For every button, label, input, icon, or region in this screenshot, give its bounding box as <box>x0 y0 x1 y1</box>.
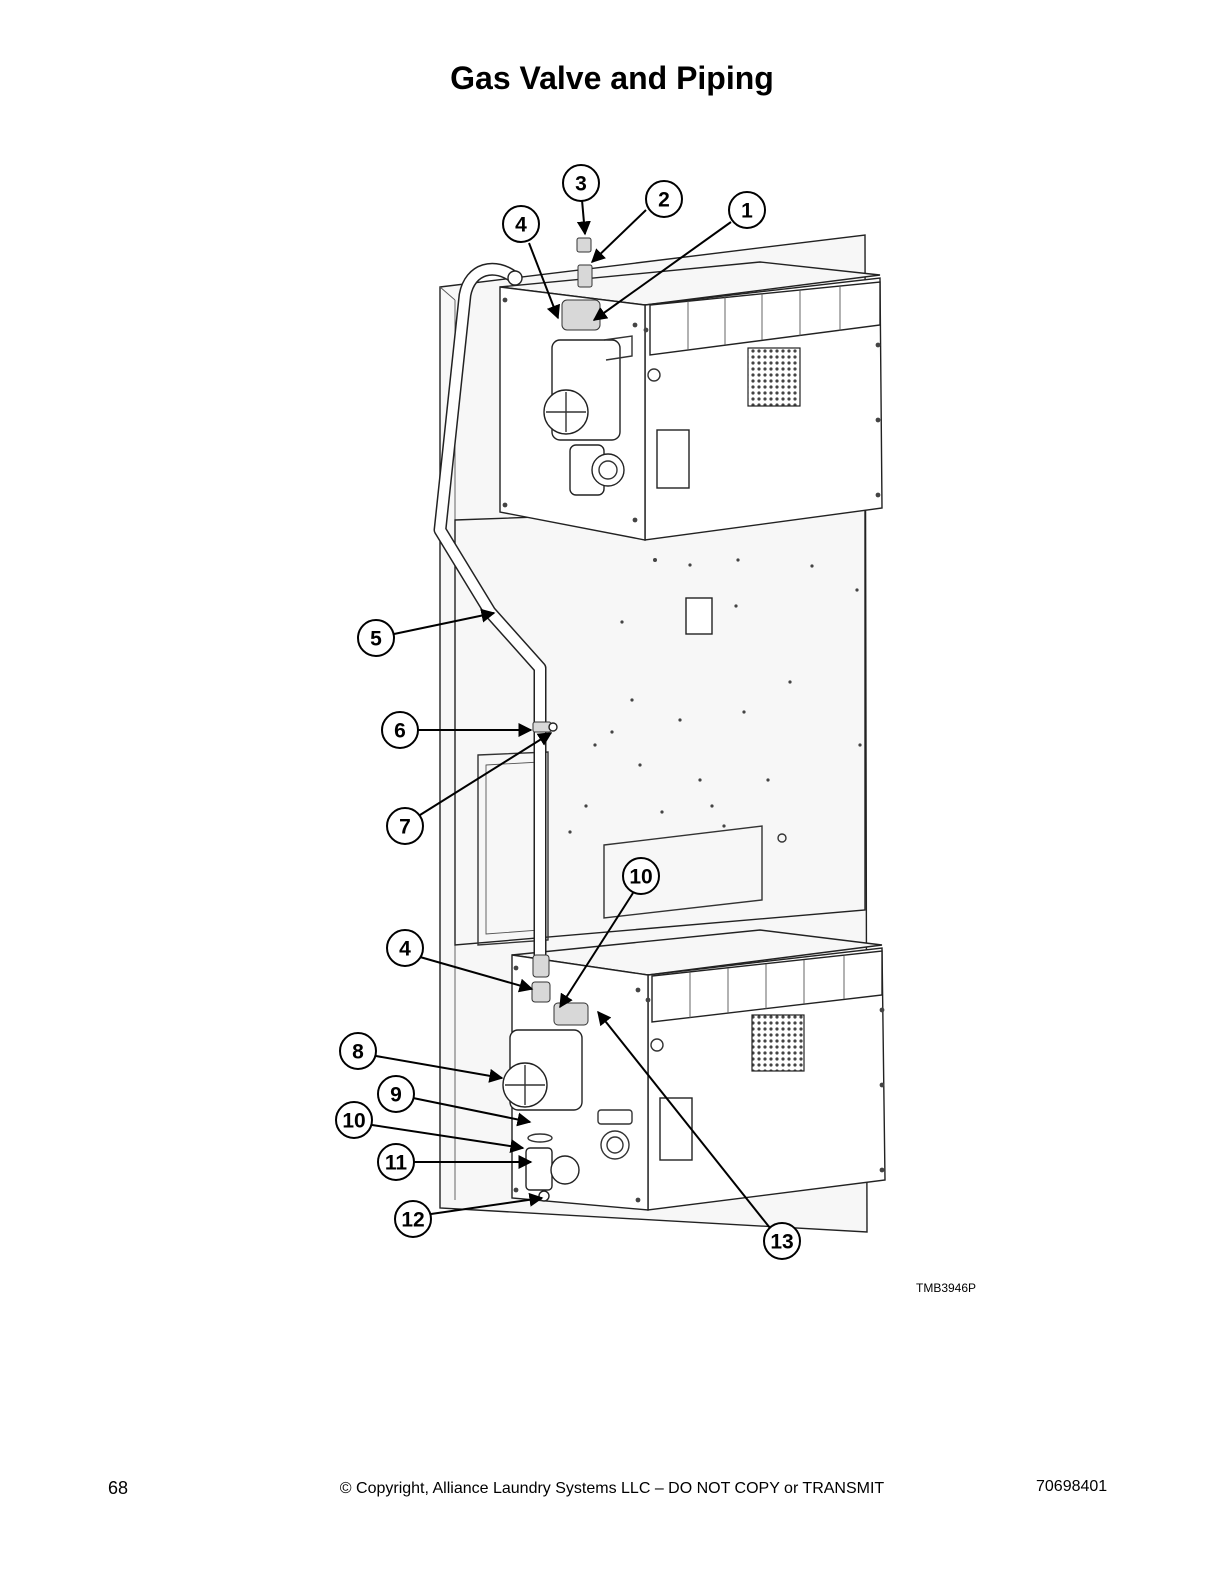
svg-text:1: 1 <box>741 200 753 223</box>
svg-text:6: 6 <box>394 720 406 743</box>
svg-text:2: 2 <box>658 189 670 212</box>
svg-text:10: 10 <box>342 1110 365 1133</box>
callout-9: 9 <box>377 1075 415 1113</box>
svg-text:9: 9 <box>390 1084 402 1107</box>
callout-10-upper: 10 <box>622 857 660 895</box>
copyright-notice: © Copyright, Alliance Laundry Systems LL… <box>339 1480 885 1497</box>
callout-4-lower: 4 <box>386 929 424 967</box>
upper-elbow <box>561 299 601 331</box>
panel-cutout-left <box>477 751 549 946</box>
clamp-screw <box>548 722 558 732</box>
svg-text:5: 5 <box>370 628 382 651</box>
upper-access-plate <box>656 429 690 489</box>
callout-6: 6 <box>381 711 419 749</box>
page-title: Gas Valve and Piping <box>450 60 774 96</box>
svg-text:12: 12 <box>401 1209 424 1232</box>
callout-2: 2 <box>645 180 683 218</box>
callout-4-upper: 4 <box>502 205 540 243</box>
upper-gas-valve <box>543 237 633 496</box>
upper-louvers <box>649 281 881 356</box>
callout-10-lower: 10 <box>335 1101 373 1139</box>
svg-text:4: 4 <box>399 938 411 961</box>
lower-sight-glass <box>751 1014 805 1072</box>
lower-elbow <box>531 981 551 1003</box>
lower-gas-valve <box>502 981 633 1202</box>
svg-text:13: 13 <box>770 1231 793 1254</box>
svg-text:4: 4 <box>515 214 527 237</box>
callout-8: 8 <box>339 1032 377 1070</box>
upper-sight-glass <box>747 347 801 407</box>
svg-text:7: 7 <box>399 816 411 839</box>
gas-supply-pipe <box>433 262 558 978</box>
callout-12: 12 <box>394 1200 432 1238</box>
lower-access-plate <box>659 1097 693 1161</box>
lower-burner-box <box>511 929 886 1211</box>
page-number: 68 <box>108 1478 129 1498</box>
panel-access-opening <box>603 825 763 919</box>
svg-text:8: 8 <box>352 1041 364 1064</box>
callout-3: 3 <box>562 164 600 202</box>
upper-cap <box>576 237 592 253</box>
lower-gasket <box>527 1133 553 1143</box>
lower-fitting <box>553 1002 589 1026</box>
lower-louvers <box>651 950 883 1023</box>
document-number: 70698401 <box>1036 1478 1108 1495</box>
panel-holes <box>568 558 862 834</box>
callout-1: 1 <box>728 191 766 229</box>
svg-text:10: 10 <box>629 866 652 889</box>
callout-5: 5 <box>357 619 395 657</box>
callout-11: 11 <box>377 1143 415 1181</box>
panel-cutout-square <box>685 597 713 635</box>
upper-nipple <box>577 264 593 288</box>
callout-7: 7 <box>386 807 424 845</box>
callout-13: 13 <box>763 1222 801 1260</box>
svg-text:3: 3 <box>575 173 587 196</box>
pipe-clamp <box>532 721 552 733</box>
leader-lines <box>371 199 771 1229</box>
svg-text:11: 11 <box>385 1152 408 1175</box>
figure-code: TMB3946P <box>916 1281 977 1295</box>
